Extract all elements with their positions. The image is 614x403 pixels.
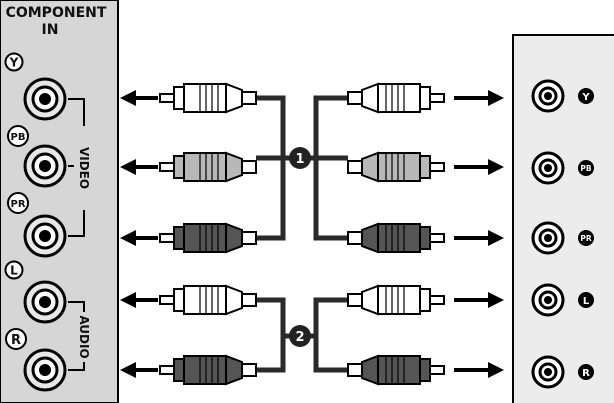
left-jack-label-r: R xyxy=(5,328,27,350)
video-bracket: VIDEO xyxy=(68,98,91,237)
video-group-label: VIDEO xyxy=(77,147,91,189)
right-jack-label-pb: PB xyxy=(578,160,594,176)
left-jack-label-y: Y xyxy=(4,52,24,72)
left-arrows xyxy=(120,90,158,378)
left-jack-l[interactable] xyxy=(23,280,67,324)
right-plug-darkgray-audio xyxy=(347,354,445,386)
right-jack-pr[interactable] xyxy=(531,221,565,255)
right-jack-pb[interactable] xyxy=(531,151,565,185)
left-plug-white xyxy=(159,82,257,114)
right-plug-lightgray xyxy=(347,151,445,183)
audio-bracket: AUDIO xyxy=(68,301,91,371)
svg-text:R: R xyxy=(11,333,21,348)
cable-bundle-1 xyxy=(256,95,348,241)
right-jack-label-l: L xyxy=(578,292,594,308)
svg-text:PB: PB xyxy=(580,164,591,173)
right-jack-label-pr: PR xyxy=(578,230,594,246)
svg-text:1: 1 xyxy=(295,152,304,167)
svg-text:L: L xyxy=(10,264,18,278)
right-jack-label-r: R xyxy=(578,364,594,380)
left-jack-pb[interactable] xyxy=(23,144,67,188)
cable-bundle-2 xyxy=(256,297,348,373)
left-plug-white-audio xyxy=(159,284,257,316)
right-plug-white xyxy=(347,82,445,114)
left-plug-darkgray xyxy=(159,222,257,254)
right-arrows xyxy=(454,90,504,378)
right-jack-l[interactable] xyxy=(531,283,565,317)
svg-text:2: 2 xyxy=(295,330,304,345)
left-jack-label-pb: PB xyxy=(7,125,29,147)
left-jack-y[interactable] xyxy=(23,77,67,121)
left-plug-darkgray-audio xyxy=(159,354,257,386)
right-plug-white-audio xyxy=(347,284,445,316)
group-1-badge: 1 xyxy=(289,147,311,169)
svg-text:PR: PR xyxy=(580,234,591,243)
right-plug-darkgray xyxy=(347,222,445,254)
group-2-badge: 2 xyxy=(289,325,311,347)
audio-group-label: AUDIO xyxy=(77,315,91,358)
right-panel xyxy=(512,34,614,403)
left-plug-lightgray xyxy=(159,151,257,183)
svg-text:Y: Y xyxy=(581,92,590,103)
svg-text:PB: PB xyxy=(11,132,26,143)
left-jack-pr[interactable] xyxy=(23,214,67,258)
svg-text:Y: Y xyxy=(9,56,19,70)
svg-text:L: L xyxy=(583,296,590,307)
right-jack-r[interactable] xyxy=(531,355,565,389)
svg-text:PR: PR xyxy=(10,199,25,210)
left-jack-r[interactable] xyxy=(23,348,67,392)
svg-text:R: R xyxy=(582,368,590,379)
right-jack-label-y: Y xyxy=(578,88,594,104)
left-jack-label-pr: PR xyxy=(7,192,29,214)
panel-title-line1: COMPONENT xyxy=(6,5,107,21)
left-jack-label-l: L xyxy=(4,260,24,280)
panel-title-line2: IN xyxy=(42,22,59,38)
right-jack-y[interactable] xyxy=(531,79,565,113)
